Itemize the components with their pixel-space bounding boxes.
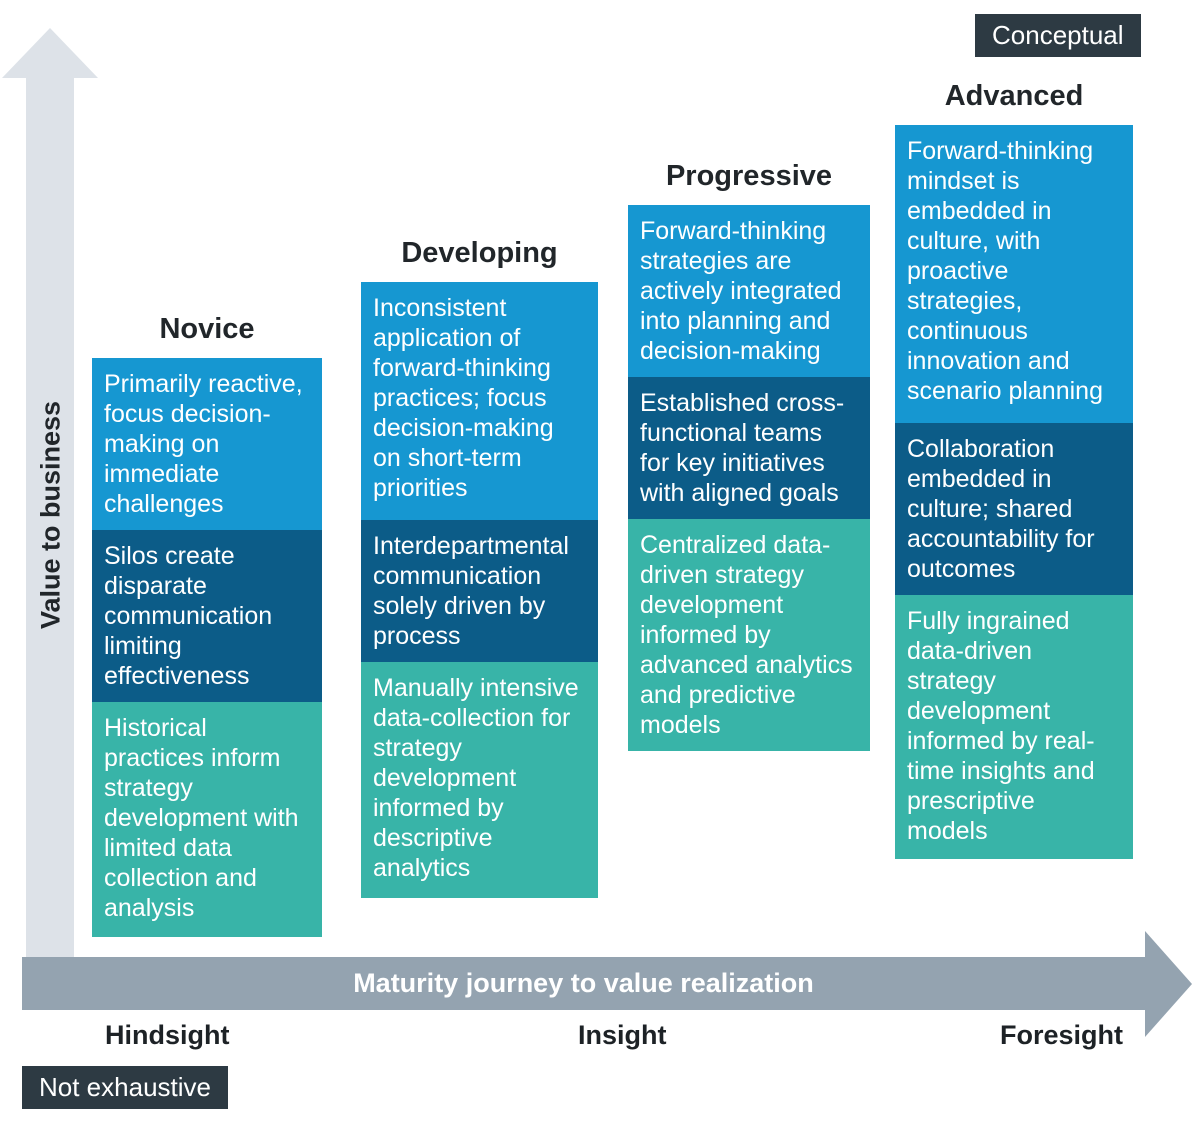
column-progressive: Progressive Forward-thinking strategies … — [628, 159, 870, 751]
column-advanced: Advanced Forward-thinking mindset is emb… — [895, 79, 1133, 859]
tick-foresight: Foresight — [1000, 1020, 1124, 1050]
value-axis-arrow-shaft — [26, 76, 74, 957]
maturity-axis-arrow-right-icon — [1145, 931, 1192, 1037]
column-advanced-title: Advanced — [944, 80, 1084, 112]
column-developing-box-2: Interdepartmental communication solely d… — [361, 520, 598, 662]
column-novice-box-3: Historical practices inform strategy dev… — [92, 702, 322, 937]
maturity-axis-arrow-bar: Maturity journey to value realization — [22, 957, 1145, 1010]
column-progressive-box-1: Forward-thinking strategies are actively… — [628, 205, 870, 377]
tick-hindsight: Hindsight — [105, 1020, 230, 1050]
column-novice-title: Novice — [159, 313, 255, 345]
column-progressive-title: Progressive — [665, 160, 833, 192]
column-advanced-box-3: Fully ingrained data-driven strategy dev… — [895, 595, 1133, 859]
column-advanced-box-1: Forward-thinking mindset is embedded in … — [895, 125, 1133, 423]
column-developing-box-1: Inconsistent application of forward-thin… — [361, 282, 598, 520]
maturity-axis-label: Maturity journey to value realization — [353, 968, 814, 998]
tick-insight: Insight — [578, 1020, 667, 1050]
value-axis-arrow-up-icon — [2, 28, 98, 78]
column-novice: Novice Primarily reactive, focus decisio… — [92, 312, 322, 937]
conceptual-badge: Conceptual — [975, 14, 1141, 57]
column-progressive-box-2: Established cross-functional teams for k… — [628, 377, 870, 519]
column-progressive-box-3: Centralized data-driven strategy develop… — [628, 519, 870, 751]
not-exhaustive-badge: Not exhaustive — [22, 1066, 228, 1109]
column-developing-title: Developing — [401, 237, 558, 269]
column-developing-box-3: Manually intensive data-collection for s… — [361, 662, 598, 898]
column-developing: Developing Inconsistent application of f… — [361, 236, 598, 898]
value-axis-label: Value to business — [35, 400, 66, 630]
column-novice-box-2: Silos create disparate communication lim… — [92, 530, 322, 702]
column-novice-box-1: Primarily reactive, focus decision-makin… — [92, 358, 322, 530]
column-advanced-box-2: Collaboration embedded in culture; share… — [895, 423, 1133, 595]
